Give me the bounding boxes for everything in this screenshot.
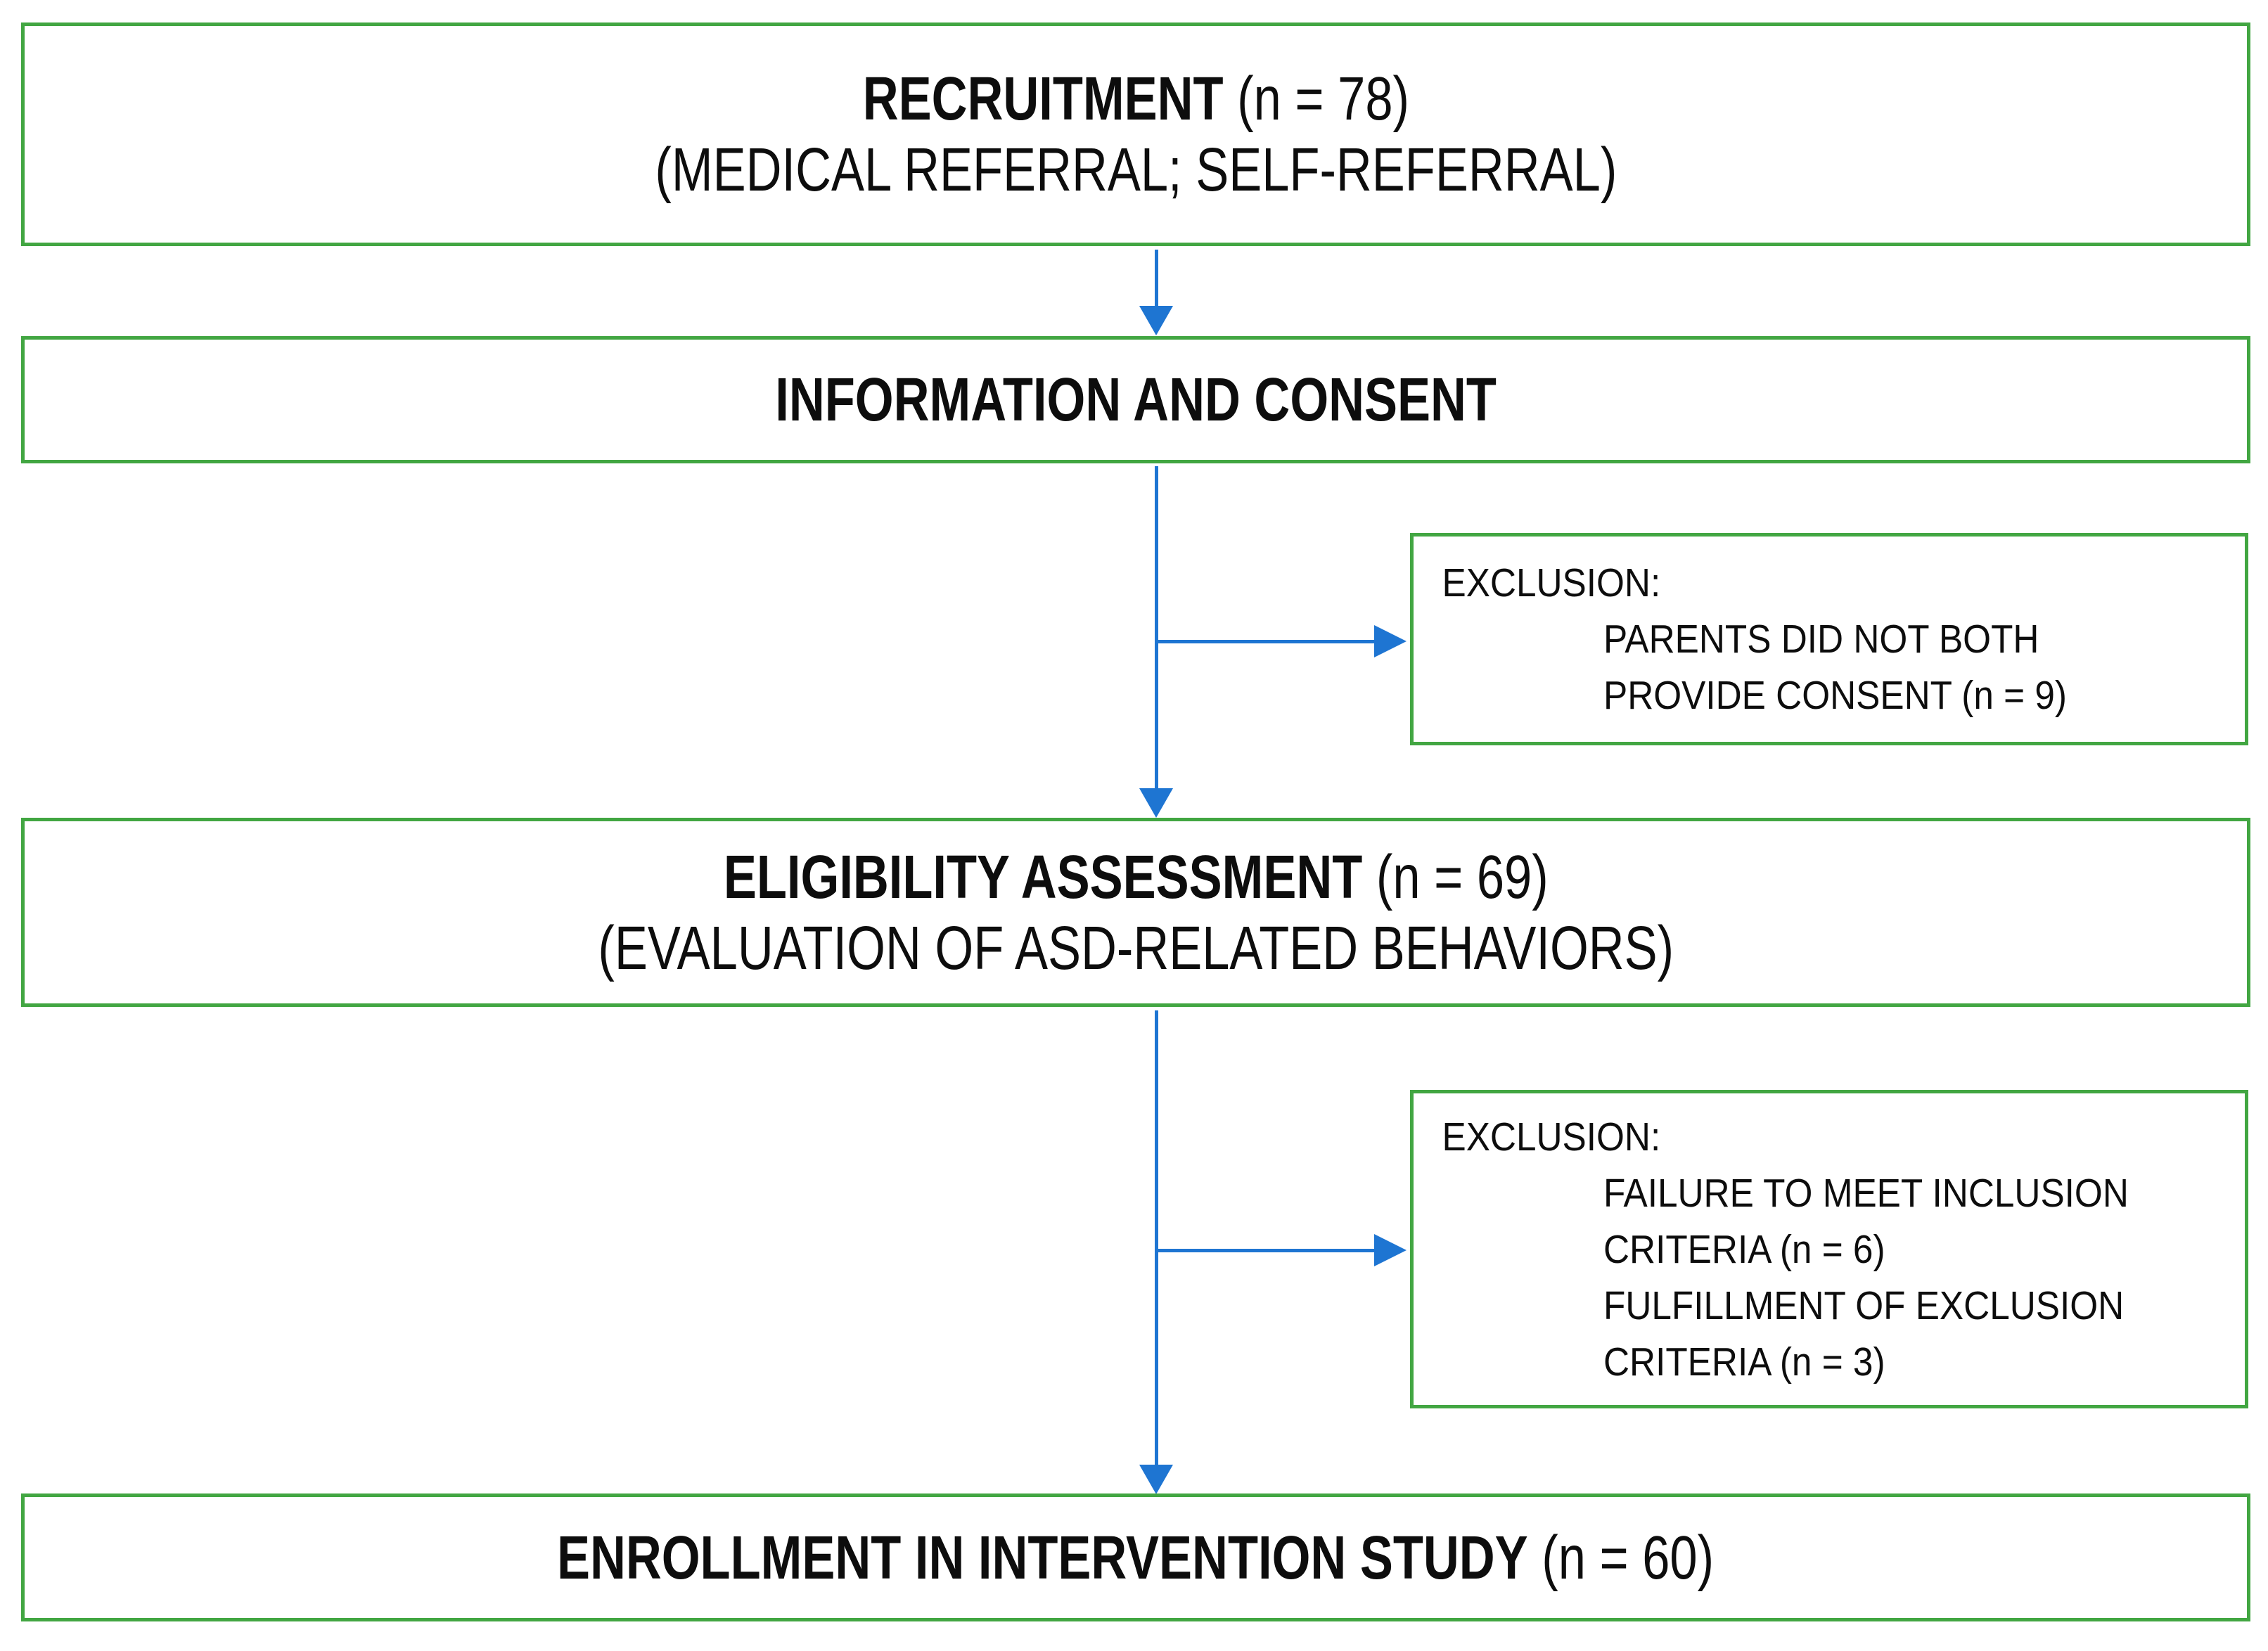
enrollment-count: (n = 60) <box>1528 1523 1715 1592</box>
eligibility-title-line: ELIGIBILITY ASSESSMENT (n = 69) <box>598 842 1674 913</box>
arrowhead-down-icon <box>1139 306 1173 335</box>
exclusion2-heading: EXCLUSION: <box>1442 1114 1661 1159</box>
box-recruitment-text: RECRUITMENT (n = 78) (MEDICAL REFERRAL; … <box>655 63 1617 205</box>
recruitment-subtitle: (MEDICAL REFERRAL; SELF-REFERRAL) <box>655 136 1617 204</box>
exclusion1-heading: EXCLUSION: <box>1442 560 1661 605</box>
box-recruitment: RECRUITMENT (n = 78) (MEDICAL REFERRAL; … <box>21 23 2250 246</box>
exclusion1-line: PROVIDE CONSENT (n = 9) <box>1603 673 2067 718</box>
arrow-eligibility-to-enrollment-line <box>1155 1010 1158 1466</box>
exclusion2-line: FULFILLMENT OF EXCLUSION <box>1603 1283 2125 1328</box>
recruitment-title-line: RECRUITMENT (n = 78) <box>655 63 1617 134</box>
box-eligibility-assessment: ELIGIBILITY ASSESSMENT (n = 69) (EVALUAT… <box>21 818 2250 1007</box>
box-enrollment-text: ENROLLMENT IN INTERVENTION STUDY (n = 60… <box>557 1522 1714 1593</box>
exclusion2-text: EXCLUSION: FAILURE TO MEET INCLUSION CRI… <box>1414 1109 2162 1390</box>
exclusion1-text: EXCLUSION: PARENTS DID NOT BOTH PROVIDE … <box>1414 555 2162 724</box>
exclusion2-line: FAILURE TO MEET INCLUSION <box>1603 1170 2129 1216</box>
box-exclusion-consent: EXCLUSION: PARENTS DID NOT BOTH PROVIDE … <box>1410 533 2248 745</box>
exclusion2-line: CRITERIA (n = 3) <box>1603 1339 1885 1385</box>
box-information-and-consent: INFORMATION AND CONSENT <box>21 336 2250 463</box>
eligibility-title: ELIGIBILITY ASSESSMENT <box>723 842 1363 911</box>
arrowhead-right-icon <box>1374 1234 1407 1266</box>
exclusion1-line: PARENTS DID NOT BOTH <box>1603 617 2039 662</box>
branch-to-exclusion2-line <box>1155 1249 1374 1252</box>
exclusion2-line: CRITERIA (n = 6) <box>1603 1226 1885 1272</box>
arrowhead-down-icon <box>1139 788 1173 818</box>
arrowhead-right-icon <box>1374 625 1407 657</box>
arrowhead-down-icon <box>1139 1465 1173 1494</box>
arrow-recruitment-to-consent-line <box>1155 250 1158 307</box>
consent-title: INFORMATION AND CONSENT <box>775 366 1497 434</box>
enrollment-title-line: ENROLLMENT IN INTERVENTION STUDY (n = 60… <box>557 1522 1714 1593</box>
arrow-consent-to-eligibility-line <box>1155 466 1158 790</box>
box-enrollment-intervention-study: ENROLLMENT IN INTERVENTION STUDY (n = 60… <box>21 1493 2250 1621</box>
box-consent-text: INFORMATION AND CONSENT <box>775 364 1497 435</box>
eligibility-subtitle: (EVALUATION OF ASD-RELATED BEHAVIORS) <box>598 913 1674 982</box>
eligibility-count: (n = 69) <box>1362 842 1549 911</box>
recruitment-title: RECRUITMENT <box>862 65 1224 133</box>
box-eligibility-text: ELIGIBILITY ASSESSMENT (n = 69) (EVALUAT… <box>598 842 1674 984</box>
branch-to-exclusion1-line <box>1155 640 1374 643</box>
enrollment-title: ENROLLMENT IN INTERVENTION STUDY <box>557 1523 1529 1592</box>
box-exclusion-eligibility: EXCLUSION: FAILURE TO MEET INCLUSION CRI… <box>1410 1090 2248 1408</box>
recruitment-count: (n = 78) <box>1223 65 1409 133</box>
